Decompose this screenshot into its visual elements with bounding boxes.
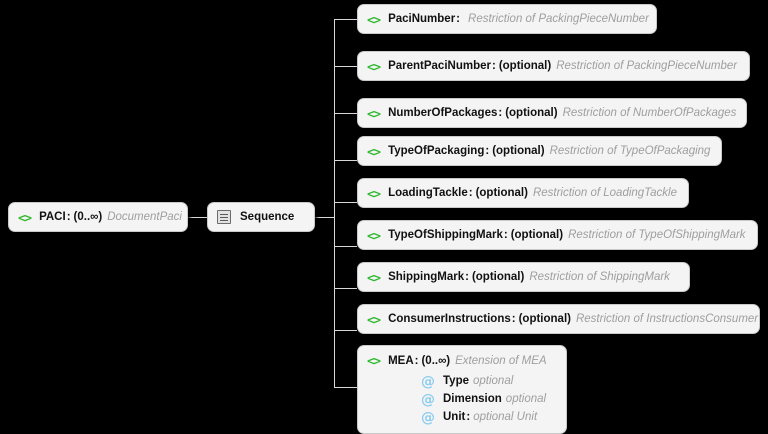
- node-name: NumberOfPackages: [388, 107, 498, 119]
- connector-root-to-sequence: [188, 217, 207, 218]
- mea-header-row: <> MEA : (0..∞) Extension of MEA: [367, 353, 547, 369]
- mea-attribute-list: @ Type optional @ Dimension optional @ U…: [421, 374, 546, 425]
- element-icon: <>: [367, 143, 381, 159]
- sequence-icon: [217, 210, 231, 224]
- node-type: Extension of MEA: [455, 355, 547, 367]
- element-icon: <>: [18, 209, 32, 225]
- node-type: Restriction of PackingPieceNumber: [468, 13, 649, 25]
- node-sequence-compositor[interactable]: Sequence: [207, 202, 315, 232]
- node-type: DocumentPaci: [107, 211, 182, 223]
- node-type: Restriction of NumberOfPackages: [562, 107, 737, 119]
- node-name: ParentPaciNumber: [388, 60, 491, 72]
- element-icon: <>: [367, 105, 381, 121]
- node-shipping-mark[interactable]: <> ShippingMark : (optional) Restriction…: [357, 262, 690, 292]
- attribute-icon: @: [421, 409, 435, 426]
- attribute-name: Dimension: [443, 393, 502, 405]
- node-parent-paci-number[interactable]: <> ParentPaciNumber : (optional) Restric…: [357, 51, 750, 81]
- attribute-icon: @: [421, 373, 435, 390]
- node-name: TypeOfPackaging: [388, 145, 485, 157]
- node-occurrence: (0..∞): [421, 355, 451, 367]
- node-occurrence: (optional): [475, 187, 528, 199]
- connector-trunk-vertical: [334, 19, 335, 387]
- element-icon: <>: [367, 269, 381, 285]
- attribute-type: optional: [473, 375, 514, 387]
- node-occurrence: (optional): [518, 313, 571, 325]
- connector-stub-6: [334, 246, 357, 247]
- node-name: ShippingMark: [388, 271, 465, 283]
- connector-stub-1: [334, 19, 357, 20]
- node-separator: :: [511, 313, 516, 325]
- element-icon: <>: [367, 311, 381, 327]
- node-paci-number[interactable]: <> PaciNumber : Restriction of PackingPi…: [357, 4, 657, 34]
- element-icon: <>: [367, 58, 381, 74]
- node-type: Restriction of ShippingMark: [529, 271, 670, 283]
- node-type-of-shipping-mark[interactable]: <> TypeOfShippingMark : (optional) Restr…: [357, 220, 758, 250]
- node-separator: :: [491, 60, 496, 72]
- connector-sequence-to-trunk: [315, 217, 335, 218]
- node-occurrence: (0..∞): [73, 211, 103, 223]
- node-type: Restriction of LoadingTackle: [532, 187, 678, 199]
- attribute-row-unit[interactable]: @ Unit : optional Unit: [421, 410, 546, 425]
- node-consumer-instructions[interactable]: <> ConsumerInstructions : (optional) Res…: [357, 304, 760, 334]
- attribute-name: Type: [443, 375, 469, 387]
- element-icon: <>: [367, 353, 381, 368]
- connector-stub-2: [334, 66, 357, 67]
- connector-stub-7: [334, 288, 357, 289]
- node-name: PaciNumber: [388, 13, 456, 25]
- node-separator: :: [414, 355, 419, 367]
- node-type: Restriction of InstructionsConsumer: [575, 313, 759, 325]
- node-type-of-packaging[interactable]: <> TypeOfPackaging : (optional) Restrict…: [357, 136, 722, 166]
- node-type: Restriction of TypeOfShippingMark: [568, 229, 746, 241]
- node-name: PACI: [39, 211, 66, 223]
- node-name: TypeOfShippingMark: [388, 229, 503, 241]
- node-mea[interactable]: <> MEA : (0..∞) Extension of MEA @ Type …: [357, 345, 567, 434]
- node-name: ConsumerInstructions: [388, 313, 511, 325]
- node-separator: :: [468, 187, 473, 199]
- node-loading-tackle[interactable]: <> LoadingTackle : (optional) Restrictio…: [357, 178, 689, 208]
- node-separator: :: [503, 229, 508, 241]
- node-occurrence: (optional): [498, 60, 552, 72]
- connector-stub-8: [334, 330, 357, 331]
- node-separator: :: [456, 13, 461, 25]
- node-separator: :: [66, 211, 71, 223]
- node-separator: :: [498, 107, 503, 119]
- element-icon: <>: [367, 185, 381, 201]
- node-occurrence: (optional): [492, 145, 545, 157]
- node-type: Restriction of PackingPieceNumber: [556, 60, 738, 72]
- attribute-name: Unit: [443, 411, 466, 423]
- connector-stub-3: [334, 113, 357, 114]
- connector-stub-5: [334, 202, 357, 203]
- element-icon: <>: [367, 11, 381, 27]
- attribute-type: optional Unit: [473, 411, 538, 423]
- connector-stub-4: [334, 160, 357, 161]
- node-occurrence: (optional): [505, 107, 558, 119]
- attribute-type: optional: [505, 393, 547, 405]
- node-name: MEA: [388, 355, 414, 367]
- attribute-row-type[interactable]: @ Type optional: [421, 374, 546, 389]
- attribute-separator: :: [466, 411, 471, 423]
- node-separator: :: [485, 145, 490, 157]
- node-occurrence: (optional): [510, 229, 564, 241]
- node-separator: :: [465, 271, 469, 283]
- node-type: Restriction of TypeOfPackaging: [549, 145, 711, 157]
- element-icon: <>: [367, 227, 381, 243]
- node-name: LoadingTackle: [388, 187, 468, 199]
- connector-stub-9: [334, 387, 357, 388]
- node-paci-root[interactable]: <> PACI : (0..∞) DocumentPaci: [8, 202, 188, 232]
- sequence-label: Sequence: [240, 211, 295, 223]
- node-number-of-packages[interactable]: <> NumberOfPackages : (optional) Restric…: [357, 98, 747, 128]
- attribute-icon: @: [421, 391, 435, 408]
- node-occurrence: (optional): [471, 271, 525, 283]
- attribute-row-dimension[interactable]: @ Dimension optional: [421, 392, 546, 407]
